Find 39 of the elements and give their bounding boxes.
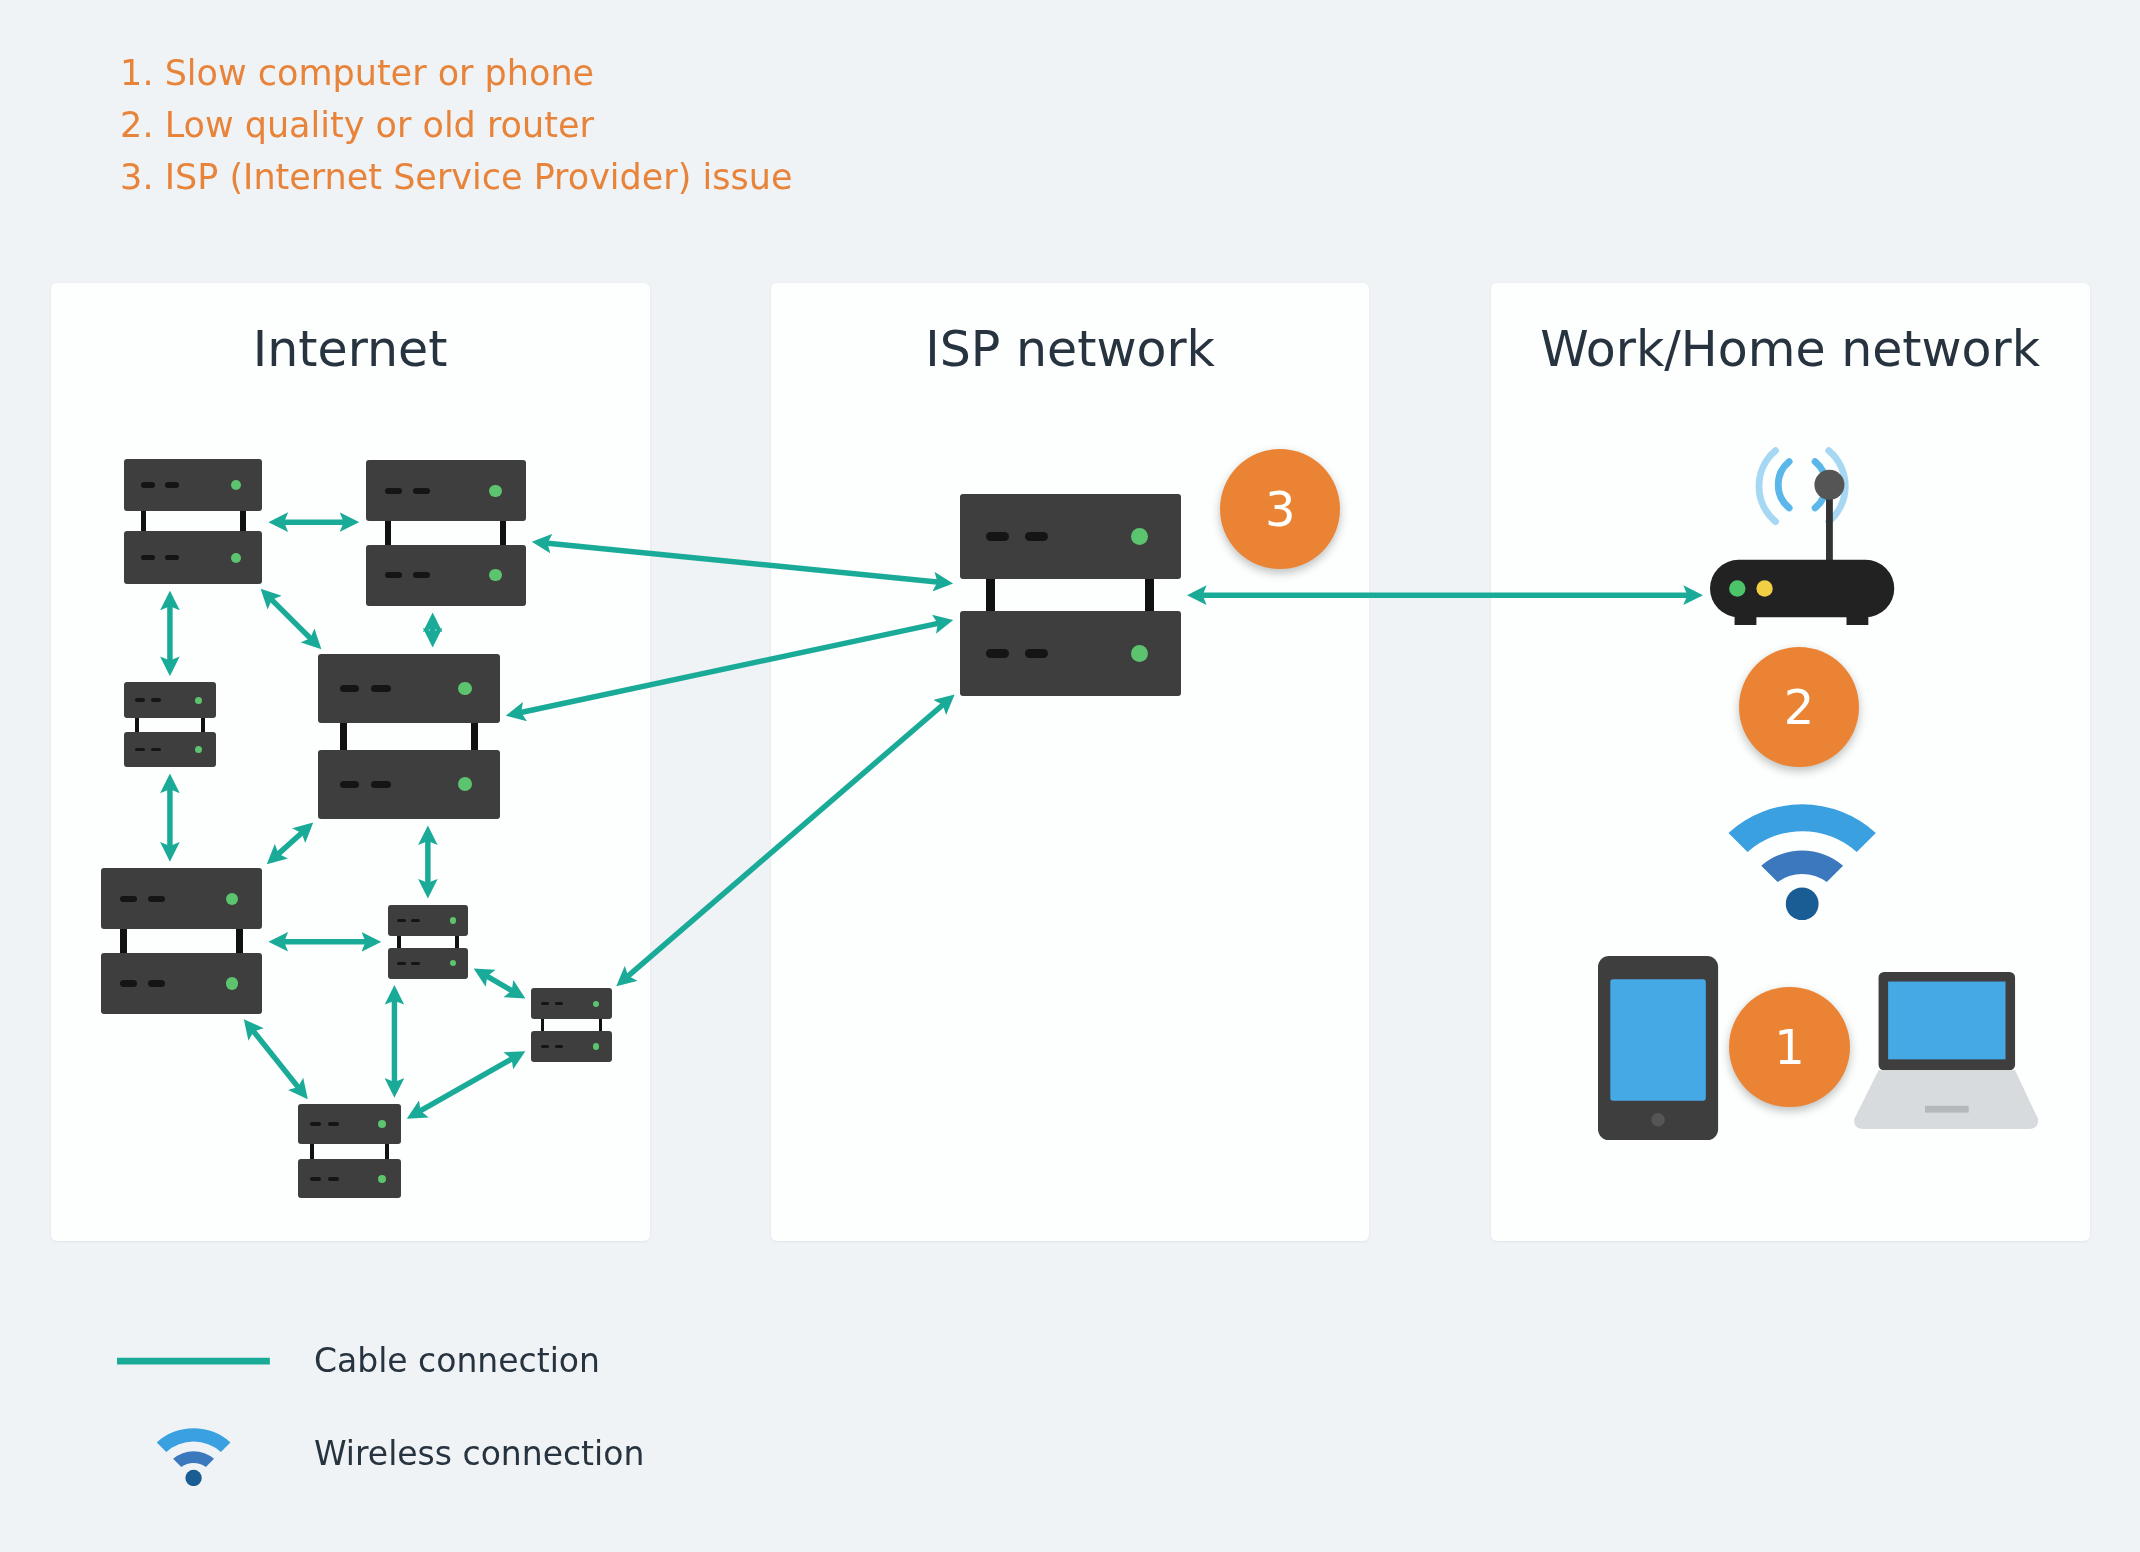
list-item: 2. Low quality or old router <box>120 103 595 147</box>
double-arrow <box>266 822 314 865</box>
double-arrow <box>418 825 438 899</box>
network-panel <box>1490 282 2090 1241</box>
number-badge: 1 <box>1729 986 1850 1107</box>
server-drawing <box>124 458 263 585</box>
server-drawing <box>387 905 469 979</box>
double-arrow <box>260 588 322 650</box>
server-drawing <box>530 988 612 1062</box>
panel-title: Internet <box>251 319 449 380</box>
list-item: 3. ISP (Internet Service Provider) issue <box>120 155 793 199</box>
double-arrow <box>243 1019 308 1100</box>
number-badge: 2 <box>1739 647 1860 768</box>
server-drawing <box>365 460 526 607</box>
double-arrow <box>268 512 360 532</box>
server-drawing <box>101 868 263 1015</box>
panel-title: ISP network <box>924 319 1216 380</box>
double-arrow <box>384 985 405 1098</box>
server-drawing <box>297 1104 402 1199</box>
network-panel <box>50 282 650 1241</box>
network-panel <box>771 282 1370 1241</box>
server-drawing <box>318 653 500 819</box>
double-arrow <box>160 590 180 677</box>
double-arrow <box>160 773 180 862</box>
double-arrow <box>531 533 954 592</box>
double-arrow <box>505 614 954 722</box>
list-item: 1. Slow computer or phone <box>120 51 596 95</box>
panel-title: Work/Home network <box>1539 319 2042 380</box>
double-arrow <box>616 694 955 987</box>
number-badge: 3 <box>1220 449 1341 570</box>
legend-label: Wireless connection <box>313 1432 645 1475</box>
server-drawing <box>124 682 216 768</box>
double-arrow <box>268 932 382 952</box>
server-drawing <box>959 494 1181 697</box>
legend-label: Cable connection <box>313 1340 600 1383</box>
double-arrow <box>422 612 443 648</box>
double-arrow <box>473 968 526 999</box>
double-arrow <box>406 1051 526 1119</box>
double-arrow <box>1186 585 1703 605</box>
